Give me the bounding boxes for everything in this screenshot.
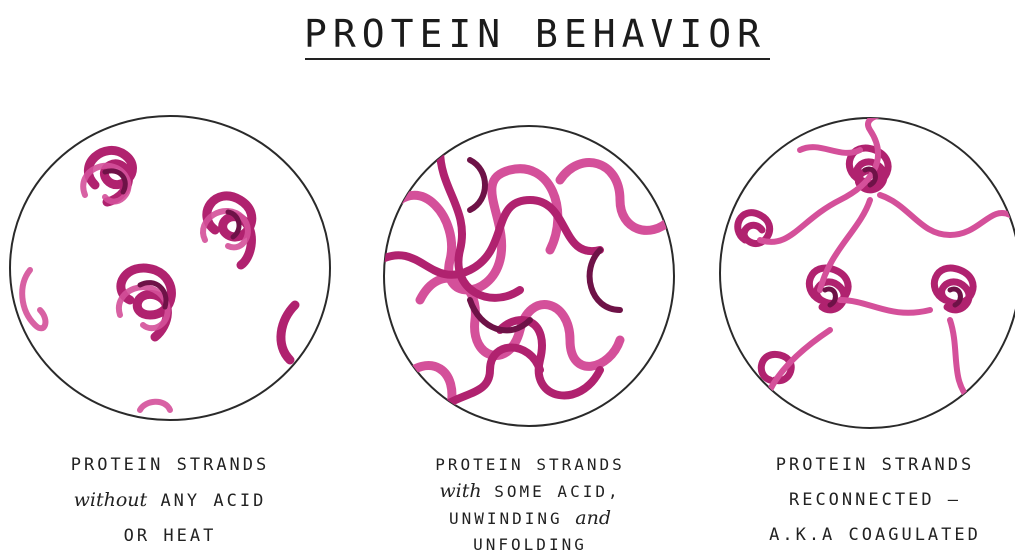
panel-coiled-circle (10, 116, 330, 420)
panel-coagulated (720, 115, 1015, 428)
caption-unwinding-line4: UNFOLDING (405, 532, 655, 558)
caption-coagulated-line2: RECONNECTED – (745, 483, 1005, 518)
caption-coiled-line3: OR HEAT (40, 519, 300, 554)
caption-unwinding: PROTEIN STRANDS with SOME ACID, UNWINDIN… (405, 452, 655, 558)
caption-coagulated-line3: A.K.A COAGULATED (745, 518, 1005, 553)
caption-coiled-line2: without ANY ACID (40, 483, 300, 519)
caption-coiled-line1: PROTEIN STRANDS (40, 448, 300, 483)
caption-coagulated-line1: PROTEIN STRANDS (745, 448, 1005, 483)
caption-coagulated: PROTEIN STRANDS RECONNECTED – A.K.A COAG… (745, 448, 1005, 553)
caption-coiled-rest: ANY ACID (160, 491, 266, 511)
caption-unwinding-start: UNWINDING (449, 509, 563, 528)
caption-unwinding-line3: UNWINDING and (405, 505, 655, 532)
caption-unwinding-hand: with (439, 480, 481, 502)
caption-unwinding-and: and (575, 507, 611, 529)
caption-coiled-hand: without (74, 489, 148, 511)
caption-unwinding-rest: SOME ACID, (494, 482, 620, 501)
caption-coiled: PROTEIN STRANDS without ANY ACID OR HEAT (40, 448, 300, 554)
caption-unwinding-line1: PROTEIN STRANDS (405, 452, 655, 478)
caption-unwinding-line2: with SOME ACID, (405, 478, 655, 505)
panel-coiled (10, 99, 330, 420)
panel-unwinding (380, 126, 674, 426)
